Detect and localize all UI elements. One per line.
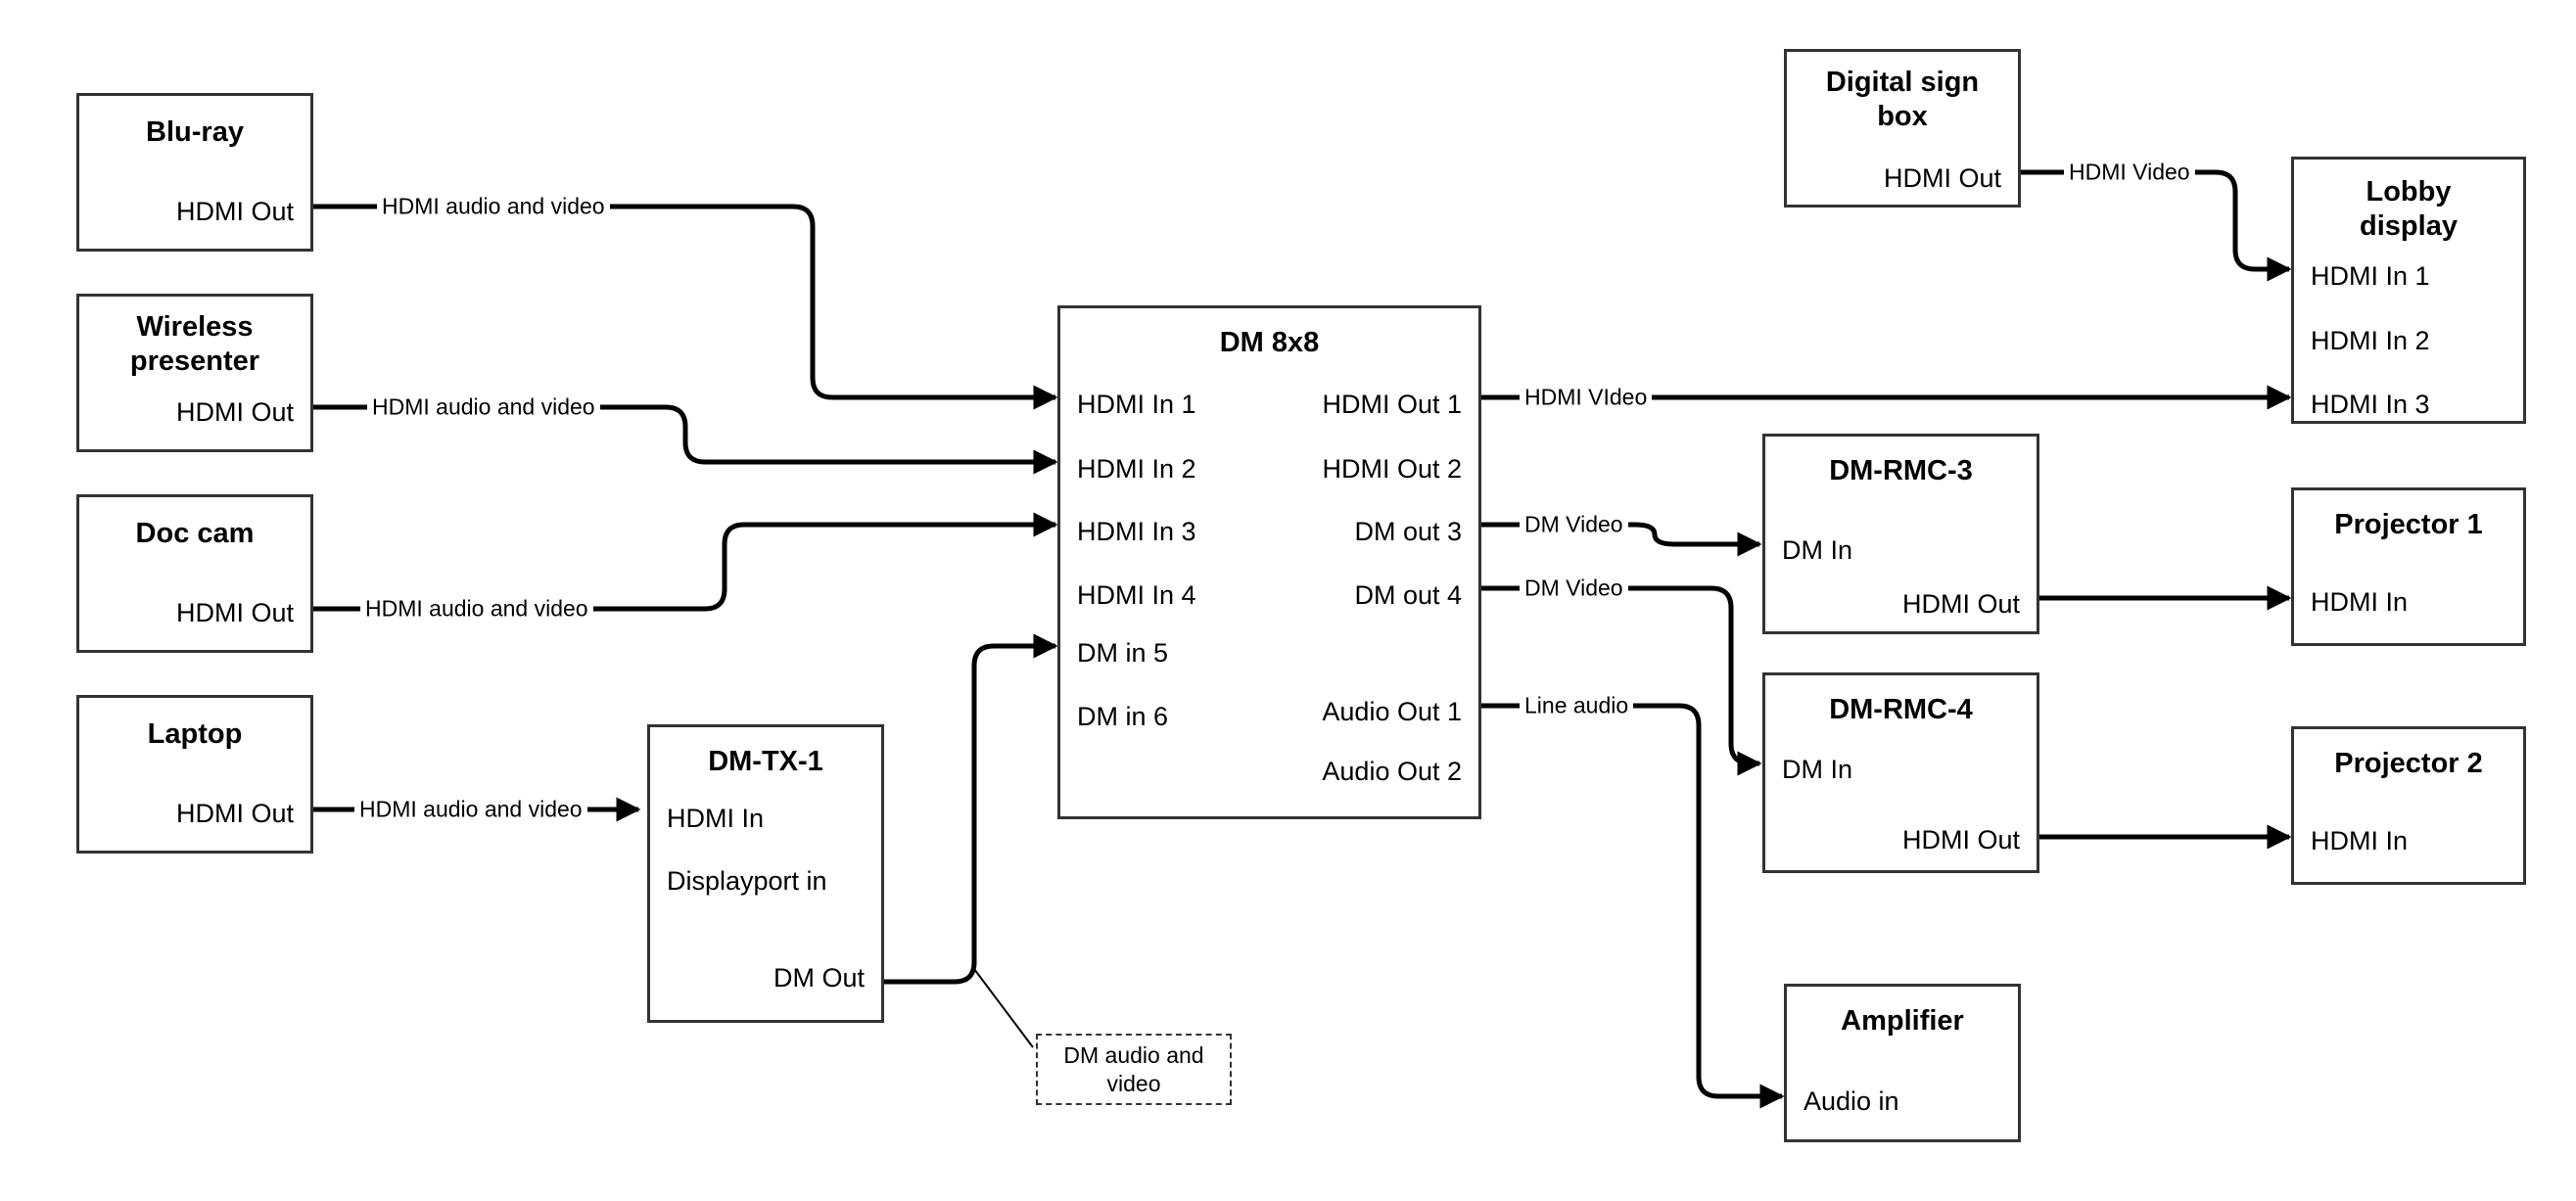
node-dm-8x8-port-dm-out-3[interactable]: DM out 3 bbox=[1354, 517, 1462, 546]
node-projector-1-port-hdmi-in[interactable]: HDMI In bbox=[2311, 587, 2409, 617]
node-lobby-display-port-hdmi-in-1[interactable]: HDMI In 1 bbox=[2311, 261, 2430, 291]
edge-label-digital-sign-box-to-lobby-display: HDMI Video bbox=[2064, 161, 2195, 184]
node-lobby-display-title: Lobby display bbox=[2360, 176, 2458, 243]
node-projector-2-port-hdmi-in[interactable]: HDMI In bbox=[2311, 826, 2409, 855]
wire-blu-ray-to-dm8x8 bbox=[313, 204, 1058, 410]
node-dm-8x8-port-audio-out-2[interactable]: Audio Out 2 bbox=[1322, 757, 1462, 786]
node-blu-ray[interactable]: Blu-ray HDMI Out bbox=[76, 93, 313, 252]
node-dm-tx-1[interactable]: DM-TX-1 HDMI In Displayport in DM Out bbox=[647, 724, 884, 1023]
node-digital-sign-box[interactable]: Digital sign box HDMI Out bbox=[1784, 49, 2021, 208]
node-dm-8x8-title: DM 8x8 bbox=[1219, 327, 1320, 358]
node-dm-8x8-port-hdmi-in-1[interactable]: HDMI In 1 bbox=[1077, 390, 1196, 419]
node-projector-2[interactable]: Projector 2 HDMI In bbox=[2291, 726, 2526, 885]
edge-label-blu-ray-to-dm8x8: HDMI audio and video bbox=[377, 195, 610, 218]
callout-text: DM audio and video bbox=[1063, 1041, 1204, 1096]
node-digital-sign-box-port-hdmi-out[interactable]: HDMI Out bbox=[1883, 163, 2001, 193]
node-lobby-display-port-hdmi-in-2[interactable]: HDMI In 2 bbox=[2311, 326, 2430, 355]
node-dm-tx-1-port-displayport-in[interactable]: Displayport in bbox=[667, 866, 827, 896]
edge-label-laptop-to-dm-tx-1: HDMI audio and video bbox=[354, 798, 587, 821]
edge-label-dm8x8-to-dm-rmc-4: DM Video bbox=[1520, 577, 1628, 600]
node-projector-2-title: Projector 2 bbox=[2334, 748, 2483, 779]
node-dm-8x8-port-dm-out-4[interactable]: DM out 4 bbox=[1354, 580, 1462, 610]
node-projector-1-title: Projector 1 bbox=[2334, 509, 2483, 540]
wire-digital-sign-box-to-lobby-display bbox=[2020, 169, 2292, 282]
edge-label-dm8x8-to-amplifier: Line audio bbox=[1520, 694, 1634, 717]
node-projector-1[interactable]: Projector 1 HDMI In bbox=[2291, 487, 2526, 646]
node-dm-rmc-4-title: DM-RMC-4 bbox=[1829, 694, 1973, 725]
node-laptop-title: Laptop bbox=[147, 718, 243, 750]
node-digital-sign-box-title: Digital sign box bbox=[1825, 67, 1980, 133]
edge-label-dm8x8-to-dm-rmc-3: DM Video bbox=[1520, 513, 1628, 536]
node-amplifier[interactable]: Amplifier Audio in bbox=[1784, 984, 2021, 1142]
node-dm-rmc-4-port-hdmi-out[interactable]: HDMI Out bbox=[1901, 825, 2020, 855]
node-dm-rmc-3[interactable]: DM-RMC-3 DM In HDMI Out bbox=[1762, 434, 2039, 634]
node-dm-8x8-port-dm-in-5[interactable]: DM in 5 bbox=[1077, 638, 1169, 668]
node-dm-rmc-3-port-hdmi-out[interactable]: HDMI Out bbox=[1901, 589, 2020, 619]
wire-dm8x8-to-amplifier bbox=[1481, 703, 1785, 1109]
node-doc-cam-port-hdmi-out[interactable]: HDMI Out bbox=[175, 598, 294, 627]
node-dm-tx-1-port-hdmi-in[interactable]: HDMI In bbox=[667, 804, 765, 833]
node-wireless-presenter[interactable]: Wireless presenter HDMI Out bbox=[76, 294, 313, 452]
node-dm-rmc-4[interactable]: DM-RMC-4 DM In HDMI Out bbox=[1762, 672, 2039, 873]
node-laptop[interactable]: Laptop HDMI Out bbox=[76, 695, 313, 854]
node-wireless-presenter-port-hdmi-out[interactable]: HDMI Out bbox=[175, 397, 294, 427]
node-lobby-display[interactable]: Lobby display HDMI In 1 HDMI In 2 HDMI I… bbox=[2291, 157, 2526, 424]
node-lobby-display-port-hdmi-in-3[interactable]: HDMI In 3 bbox=[2311, 390, 2430, 419]
node-dm-rmc-4-port-dm-in[interactable]: DM In bbox=[1782, 755, 1853, 784]
edge-label-doc-cam-to-dm8x8: HDMI audio and video bbox=[360, 597, 593, 621]
edge-label-dm8x8-to-lobby-display-hdmi3: HDMI VIdeo bbox=[1520, 386, 1653, 409]
node-dm-8x8[interactable]: DM 8x8 HDMI In 1 HDMI In 2 HDMI In 3 HDM… bbox=[1057, 305, 1481, 819]
node-dm-8x8-port-dm-in-6[interactable]: DM in 6 bbox=[1077, 702, 1169, 731]
node-laptop-port-hdmi-out[interactable]: HDMI Out bbox=[175, 799, 294, 828]
node-dm-8x8-port-hdmi-in-2[interactable]: HDMI In 2 bbox=[1077, 454, 1196, 484]
node-dm-tx-1-title: DM-TX-1 bbox=[708, 746, 823, 777]
node-wireless-presenter-title: Wireless presenter bbox=[129, 311, 260, 378]
node-amplifier-title: Amplifier bbox=[1841, 1005, 1964, 1037]
node-dm-8x8-port-hdmi-out-2[interactable]: HDMI Out 2 bbox=[1322, 454, 1462, 484]
edge-label-wireless-presenter-to-dm8x8: HDMI audio and video bbox=[367, 395, 600, 419]
node-doc-cam[interactable]: Doc cam HDMI Out bbox=[76, 494, 313, 653]
node-dm-tx-1-port-dm-out[interactable]: DM Out bbox=[773, 963, 865, 993]
callout-dm-audio-and-video: DM audio and video bbox=[1036, 1034, 1232, 1105]
callout-leader-line bbox=[973, 968, 1034, 1048]
node-dm-8x8-port-audio-out-1[interactable]: Audio Out 1 bbox=[1322, 697, 1462, 726]
node-dm-rmc-3-title: DM-RMC-3 bbox=[1829, 455, 1973, 486]
node-blu-ray-port-hdmi-out[interactable]: HDMI Out bbox=[175, 197, 294, 226]
node-dm-8x8-port-hdmi-in-3[interactable]: HDMI In 3 bbox=[1077, 517, 1196, 546]
node-dm-rmc-3-port-dm-in[interactable]: DM In bbox=[1782, 535, 1853, 565]
node-dm-8x8-port-hdmi-out-1[interactable]: HDMI Out 1 bbox=[1322, 390, 1462, 419]
node-dm-8x8-port-hdmi-in-4[interactable]: HDMI In 4 bbox=[1077, 580, 1196, 610]
node-amplifier-port-audio-in[interactable]: Audio in bbox=[1803, 1086, 1899, 1116]
node-doc-cam-title: Doc cam bbox=[135, 518, 255, 549]
wire-dm-tx-1-to-dm8x8 bbox=[884, 633, 1058, 985]
node-blu-ray-title: Blu-ray bbox=[146, 116, 244, 148]
wire-dm8x8-to-dm-rmc-4 bbox=[1481, 585, 1762, 776]
